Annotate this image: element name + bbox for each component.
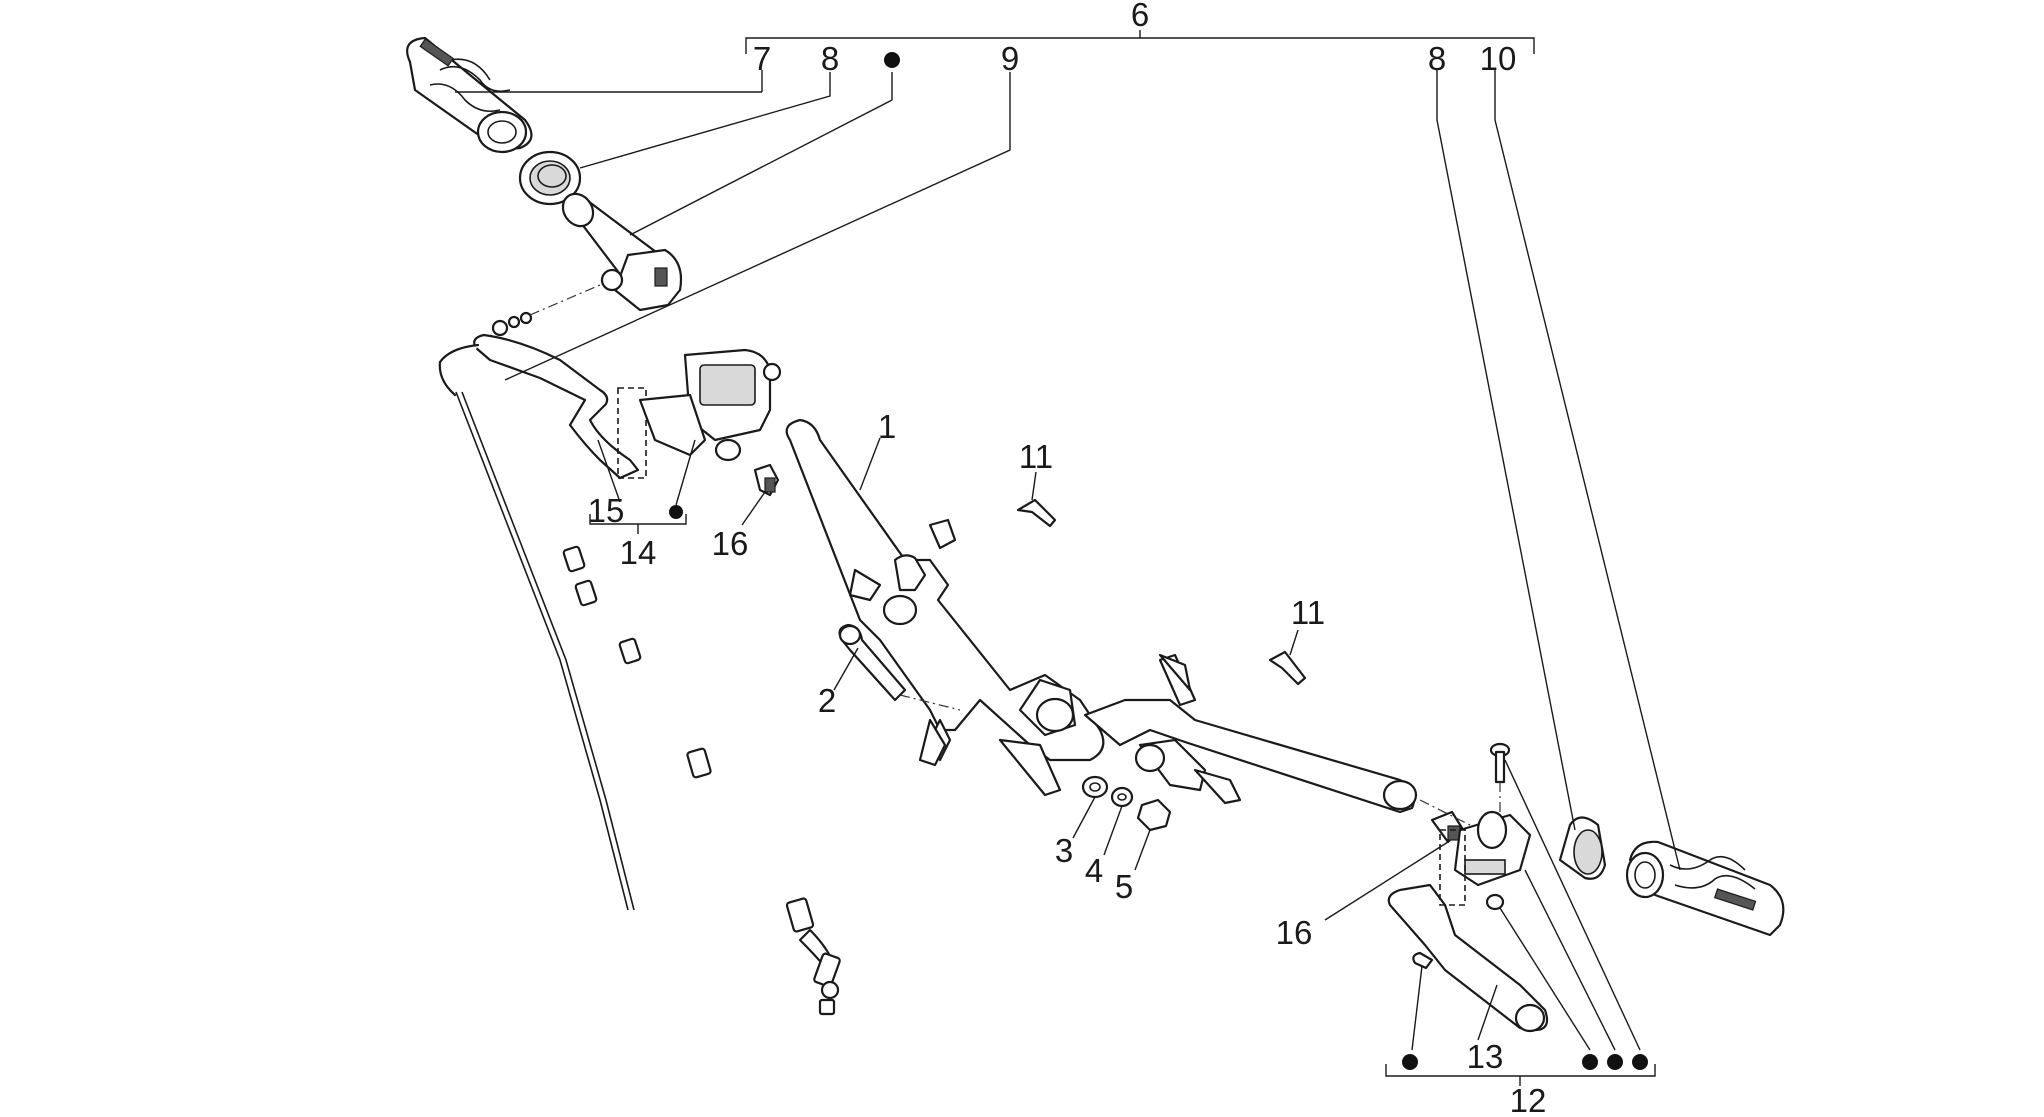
leader-1: [859, 437, 881, 491]
leader-16b: [1324, 841, 1449, 921]
leader-9: [504, 72, 1011, 381]
label-1: 1: [878, 408, 896, 445]
right-grip-ring: [1558, 816, 1607, 880]
label-6: 6: [1131, 0, 1149, 33]
small-pin: [1412, 951, 1434, 970]
dot-marker-12a: [1402, 1054, 1418, 1070]
clip-11b: [1268, 650, 1307, 686]
label-16-left: 16: [712, 525, 749, 562]
right-brake-lever: [1387, 829, 1549, 1033]
right-switch: [1430, 810, 1464, 844]
leader-dot-bracket: [1524, 869, 1616, 1051]
small-grommet: [1485, 893, 1505, 911]
washer-4: [1110, 786, 1134, 808]
label-7: 7: [753, 40, 771, 77]
clip-11a: [1016, 498, 1057, 528]
label-11-bottom: 11: [1291, 594, 1325, 631]
leader-13: [1477, 984, 1498, 1041]
leader-11a: [1031, 471, 1037, 501]
label-14: 14: [620, 534, 657, 571]
dot-marker-12b: [1582, 1054, 1598, 1070]
label-9: 9: [1001, 40, 1019, 77]
leader-dot-top: [629, 72, 893, 236]
dot-marker-14: [669, 505, 683, 519]
leader-dot-grommet: [1499, 907, 1591, 1051]
label-4: 4: [1085, 852, 1103, 889]
label-8-right: 8: [1428, 40, 1446, 77]
leader-5: [1134, 829, 1151, 871]
leader-8b: [1436, 70, 1576, 831]
label-15: 15: [588, 492, 625, 529]
leader-3: [1072, 796, 1096, 839]
left-brake-lever: [473, 333, 647, 480]
leader-2: [833, 647, 859, 691]
leader-dot-pin: [1411, 965, 1423, 1051]
screw: [1489, 742, 1511, 784]
right-lever-bracket: [1453, 810, 1532, 887]
right-grip: [1625, 840, 1785, 937]
bolt: [838, 623, 907, 702]
leader-10: [1494, 70, 1681, 871]
left-switch: [753, 463, 780, 497]
dot-marker-top: [884, 52, 900, 68]
nut-5: [1136, 798, 1172, 832]
dash-right-switch: [1419, 799, 1481, 831]
leader-15: [597, 439, 621, 503]
leader-8a: [579, 72, 831, 169]
dash-cable-throttle: [529, 284, 601, 316]
label-10: 10: [1480, 40, 1517, 77]
handlebar-frame: [785, 418, 1418, 814]
left-grip: [406, 36, 533, 154]
dot-marker-12d: [1632, 1054, 1648, 1070]
leader-4: [1103, 805, 1123, 856]
dot-marker-12c: [1607, 1054, 1623, 1070]
throttle-cable: [438, 311, 841, 1016]
left-master-cylinder: [638, 348, 782, 462]
group-6-bracket: [745, 30, 1535, 54]
label-5: 5: [1115, 868, 1133, 905]
left-grip-ring: [518, 150, 582, 206]
label-16-right: 16: [1276, 914, 1313, 951]
leader-16a: [741, 491, 766, 526]
label-2: 2: [818, 682, 836, 719]
label-11-top: 11: [1019, 438, 1053, 475]
label-12: 12: [1510, 1082, 1547, 1117]
leader-dot-14: [675, 439, 696, 506]
leader-dot-screw: [1504, 759, 1641, 1051]
label-13: 13: [1467, 1038, 1504, 1075]
label-3: 3: [1055, 832, 1073, 869]
throttle-tube: [561, 192, 683, 312]
washer-3: [1081, 775, 1109, 799]
label-8-left: 8: [821, 40, 839, 77]
leader-11b: [1289, 629, 1299, 656]
